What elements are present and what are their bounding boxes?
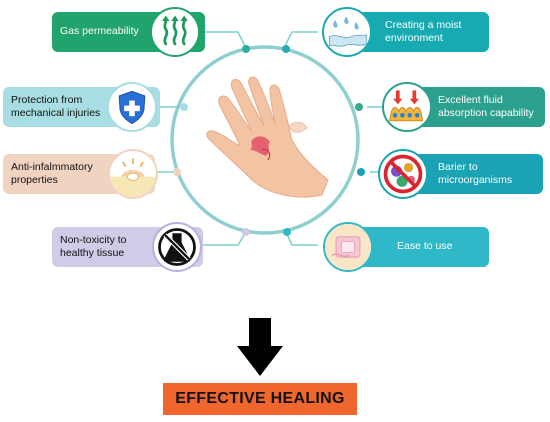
dressing-patch-icon — [323, 222, 373, 272]
fluid-absorption-label: Excellent fluid absorption capability — [438, 93, 534, 119]
gas-waves-icon — [150, 7, 200, 57]
mechanical-protection-label: Protection from mechanical injuries — [11, 93, 101, 119]
microorganism-barrier-label: Barier to microorganisms — [438, 160, 513, 186]
effective-healing-label: EFFECTIVE HEALING — [175, 390, 345, 407]
gas-permeability-label: Gas permeability — [60, 25, 139, 38]
no-microbes-icon — [378, 149, 428, 199]
injured-hand-illustration — [206, 76, 329, 198]
connector-lines — [155, 31, 390, 246]
no-toxic-flask-icon — [152, 222, 202, 272]
central-ring — [170, 45, 360, 235]
down-arrow — [237, 318, 283, 376]
anti-inflammatory-label: Anti-infalmmatory properties — [11, 160, 93, 186]
ease-of-use-label: Ease to use — [397, 240, 453, 253]
anti-inflammatory-icon — [108, 149, 158, 199]
non-toxicity-label: Non-toxicity to healthy tissue — [60, 233, 127, 259]
shield-plus-icon — [107, 82, 157, 132]
moisture-drops-icon — [322, 7, 372, 57]
absorption-icon — [382, 82, 432, 132]
effective-healing-box: EFFECTIVE HEALING — [163, 383, 357, 415]
moist-environment-label: Creating a moist environment — [385, 18, 462, 44]
connector-dots — [173, 45, 365, 236]
